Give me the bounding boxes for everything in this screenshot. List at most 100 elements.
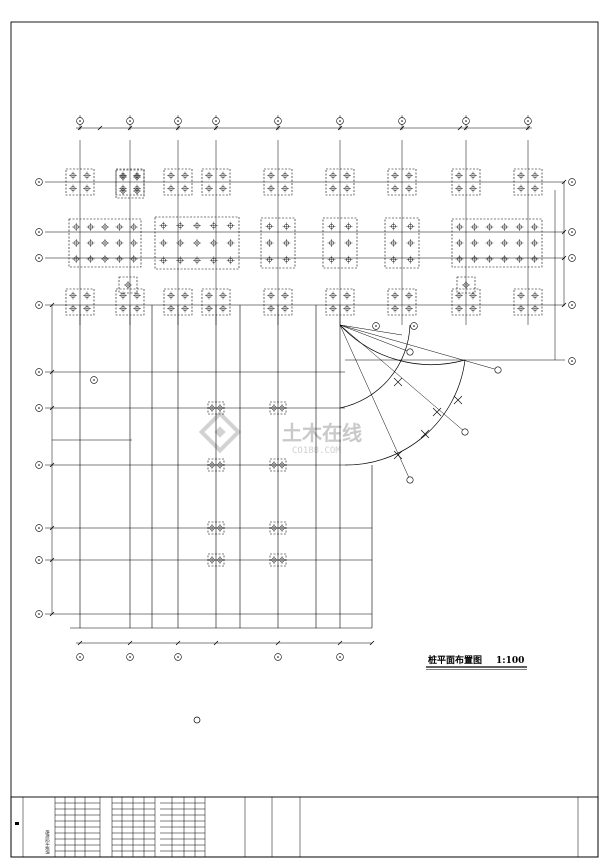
axis-bubble-dot xyxy=(571,257,573,259)
pile-cap xyxy=(68,218,142,268)
axis-bubble-dot xyxy=(571,231,573,233)
dimension-tick xyxy=(561,179,567,185)
axis-bubble-dot xyxy=(177,120,179,122)
dimension-tick xyxy=(213,640,219,646)
axis-bubble-dot xyxy=(38,613,40,615)
axis-bubble-dot xyxy=(571,181,573,183)
axis-bubble-dot xyxy=(38,464,40,466)
curved-wall xyxy=(344,359,466,466)
axis-bubble-dot xyxy=(277,120,279,122)
axis-bubble-dot xyxy=(79,656,81,658)
watermark-brand: 土木在线 xyxy=(282,421,362,445)
dimension-tick xyxy=(525,125,531,131)
dimension-tick xyxy=(337,125,343,131)
axis-bubble-dot xyxy=(215,120,217,122)
pile-cap xyxy=(201,288,231,316)
axis-bubble-dot xyxy=(38,231,40,233)
dimension-tick xyxy=(49,557,55,563)
dimension-tick xyxy=(561,302,567,308)
dimension-tick xyxy=(49,462,55,468)
pile-cap xyxy=(263,168,293,196)
dimension-tick xyxy=(275,640,281,646)
dimension-tick xyxy=(77,125,83,131)
axis-bubble xyxy=(406,476,414,484)
pile-cap xyxy=(325,168,355,196)
pile-cap xyxy=(387,288,417,316)
axis-bubble-dot xyxy=(527,120,529,122)
axis-bubble-dot xyxy=(277,656,279,658)
axis-bubble-dot xyxy=(401,120,403,122)
pile-cap xyxy=(451,168,481,196)
north-point-mark xyxy=(193,716,201,724)
axis-bubble-dot xyxy=(38,181,40,183)
axis-bubble-dot xyxy=(93,379,95,381)
pile-mark xyxy=(453,395,463,405)
drawing-title-text: 桩平面布置图 xyxy=(428,654,482,666)
axis-bubble-dot xyxy=(571,360,573,362)
pile-mark xyxy=(393,450,403,460)
drawing-title: 桩平面布置图 1:100 xyxy=(426,654,527,670)
axis-bubble-dot xyxy=(38,371,40,373)
pile-cap xyxy=(163,168,193,196)
dimension-tick xyxy=(49,302,55,308)
pile-cap xyxy=(325,288,355,316)
pile-cap xyxy=(387,168,417,196)
axis-bubble-dot xyxy=(177,656,179,658)
pile-cap xyxy=(115,169,145,199)
dimension-tick xyxy=(561,229,567,235)
axis-bubble-dot xyxy=(339,120,341,122)
dimension-tick xyxy=(49,611,55,617)
pile-cap xyxy=(163,288,193,316)
dimension-tick xyxy=(127,640,133,646)
watermark-site: CO188.COM xyxy=(292,446,341,456)
pile-cap xyxy=(65,168,95,196)
dimension-tick xyxy=(337,640,343,646)
dimension-tick xyxy=(369,640,375,646)
axis-bubble-dot xyxy=(129,656,131,658)
curved-wall xyxy=(339,324,466,365)
title-block-mark xyxy=(15,822,19,825)
diamond-logo-icon xyxy=(198,410,242,454)
axis-bubble-dot xyxy=(571,304,573,306)
dimension-tick xyxy=(175,640,181,646)
axis-bubble-dot xyxy=(38,407,40,409)
pile-cap xyxy=(451,218,543,268)
radial-axis xyxy=(339,324,411,353)
axis-bubble-dot xyxy=(38,559,40,561)
pile-plan xyxy=(35,115,576,661)
pile-mark xyxy=(420,429,430,439)
pile-cap xyxy=(65,288,95,316)
axis-bubble xyxy=(406,348,414,356)
pile-cap xyxy=(513,288,543,316)
dimension-tick xyxy=(561,255,567,261)
pile-cap xyxy=(513,168,543,196)
title-block: 结构设计说明 xyxy=(10,796,599,858)
dimension-tick xyxy=(97,125,103,131)
pile-cap xyxy=(263,288,293,316)
dimension-tick xyxy=(275,125,281,131)
axis-bubble-dot xyxy=(413,325,415,327)
title-block-stamp-text: 结构设计说明 xyxy=(45,830,51,854)
axis-bubble-dot xyxy=(38,257,40,259)
dimension-tick xyxy=(127,125,133,131)
pile-cap xyxy=(118,276,138,294)
dimension-tick xyxy=(399,125,405,131)
dimension-tick xyxy=(213,125,219,131)
pile-mark xyxy=(432,407,442,417)
axis-bubble-dot xyxy=(38,527,40,529)
radial-axis xyxy=(339,324,466,433)
dimension-tick xyxy=(49,369,55,375)
axis-bubble-dot xyxy=(129,120,131,122)
drawing-scale: 1:100 xyxy=(496,656,524,666)
dimension-tick xyxy=(175,125,181,131)
pile-cap xyxy=(154,216,240,270)
radial-axis xyxy=(339,324,403,336)
axis-bubble-dot xyxy=(79,120,81,122)
dimension-tick xyxy=(463,125,469,131)
dimension-tick xyxy=(77,640,83,646)
axis-bubble xyxy=(494,366,502,374)
dimension-tick xyxy=(49,525,55,531)
watermark: 土木在线 CO188.COM xyxy=(198,410,362,456)
pile-cap xyxy=(115,288,145,316)
